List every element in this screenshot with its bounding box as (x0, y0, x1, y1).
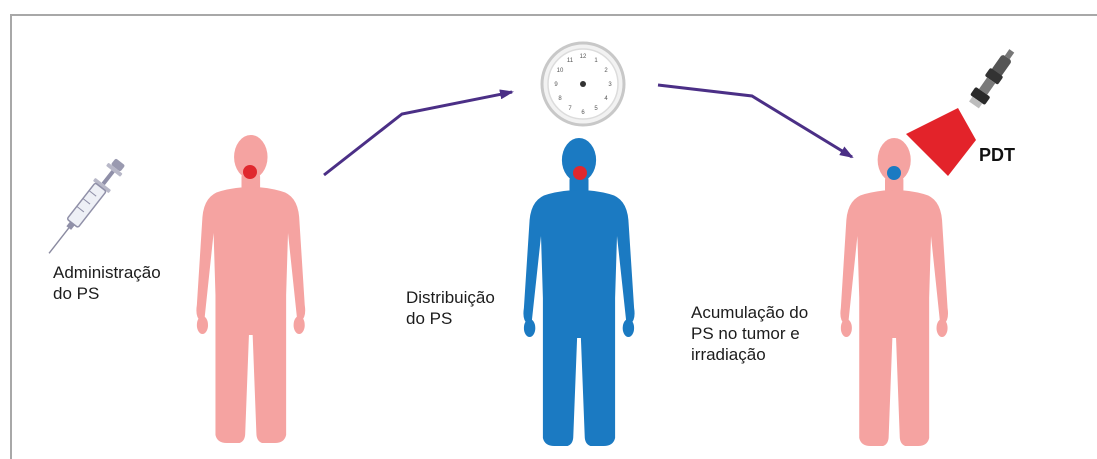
label-accumulation: Acumulação do PS no tumor e irradiação (691, 302, 808, 365)
light-beam (906, 108, 976, 176)
patient-figure-2 (523, 138, 634, 446)
label-pdt: PDT (979, 145, 1015, 166)
label-distribution: Distribuição do PS (406, 287, 495, 329)
syringe-icon (41, 156, 128, 260)
svg-text:12: 12 (580, 54, 587, 60)
svg-text:10: 10 (557, 68, 564, 74)
arrow-2 (658, 85, 852, 157)
tumor-marker-red (243, 165, 257, 179)
light-source-icon (967, 46, 1020, 110)
patient-figure-3 (840, 138, 948, 446)
svg-text:11: 11 (567, 58, 574, 64)
tumor-marker-red-2 (573, 166, 587, 180)
arrow-1 (324, 92, 512, 175)
tumor-marker-blue (887, 166, 901, 180)
label-administration: Administração do PS (53, 262, 161, 304)
patient-figure-1 (196, 135, 305, 443)
clock-icon: 12 1 2 3 4 5 6 7 8 9 10 11 (542, 43, 624, 125)
